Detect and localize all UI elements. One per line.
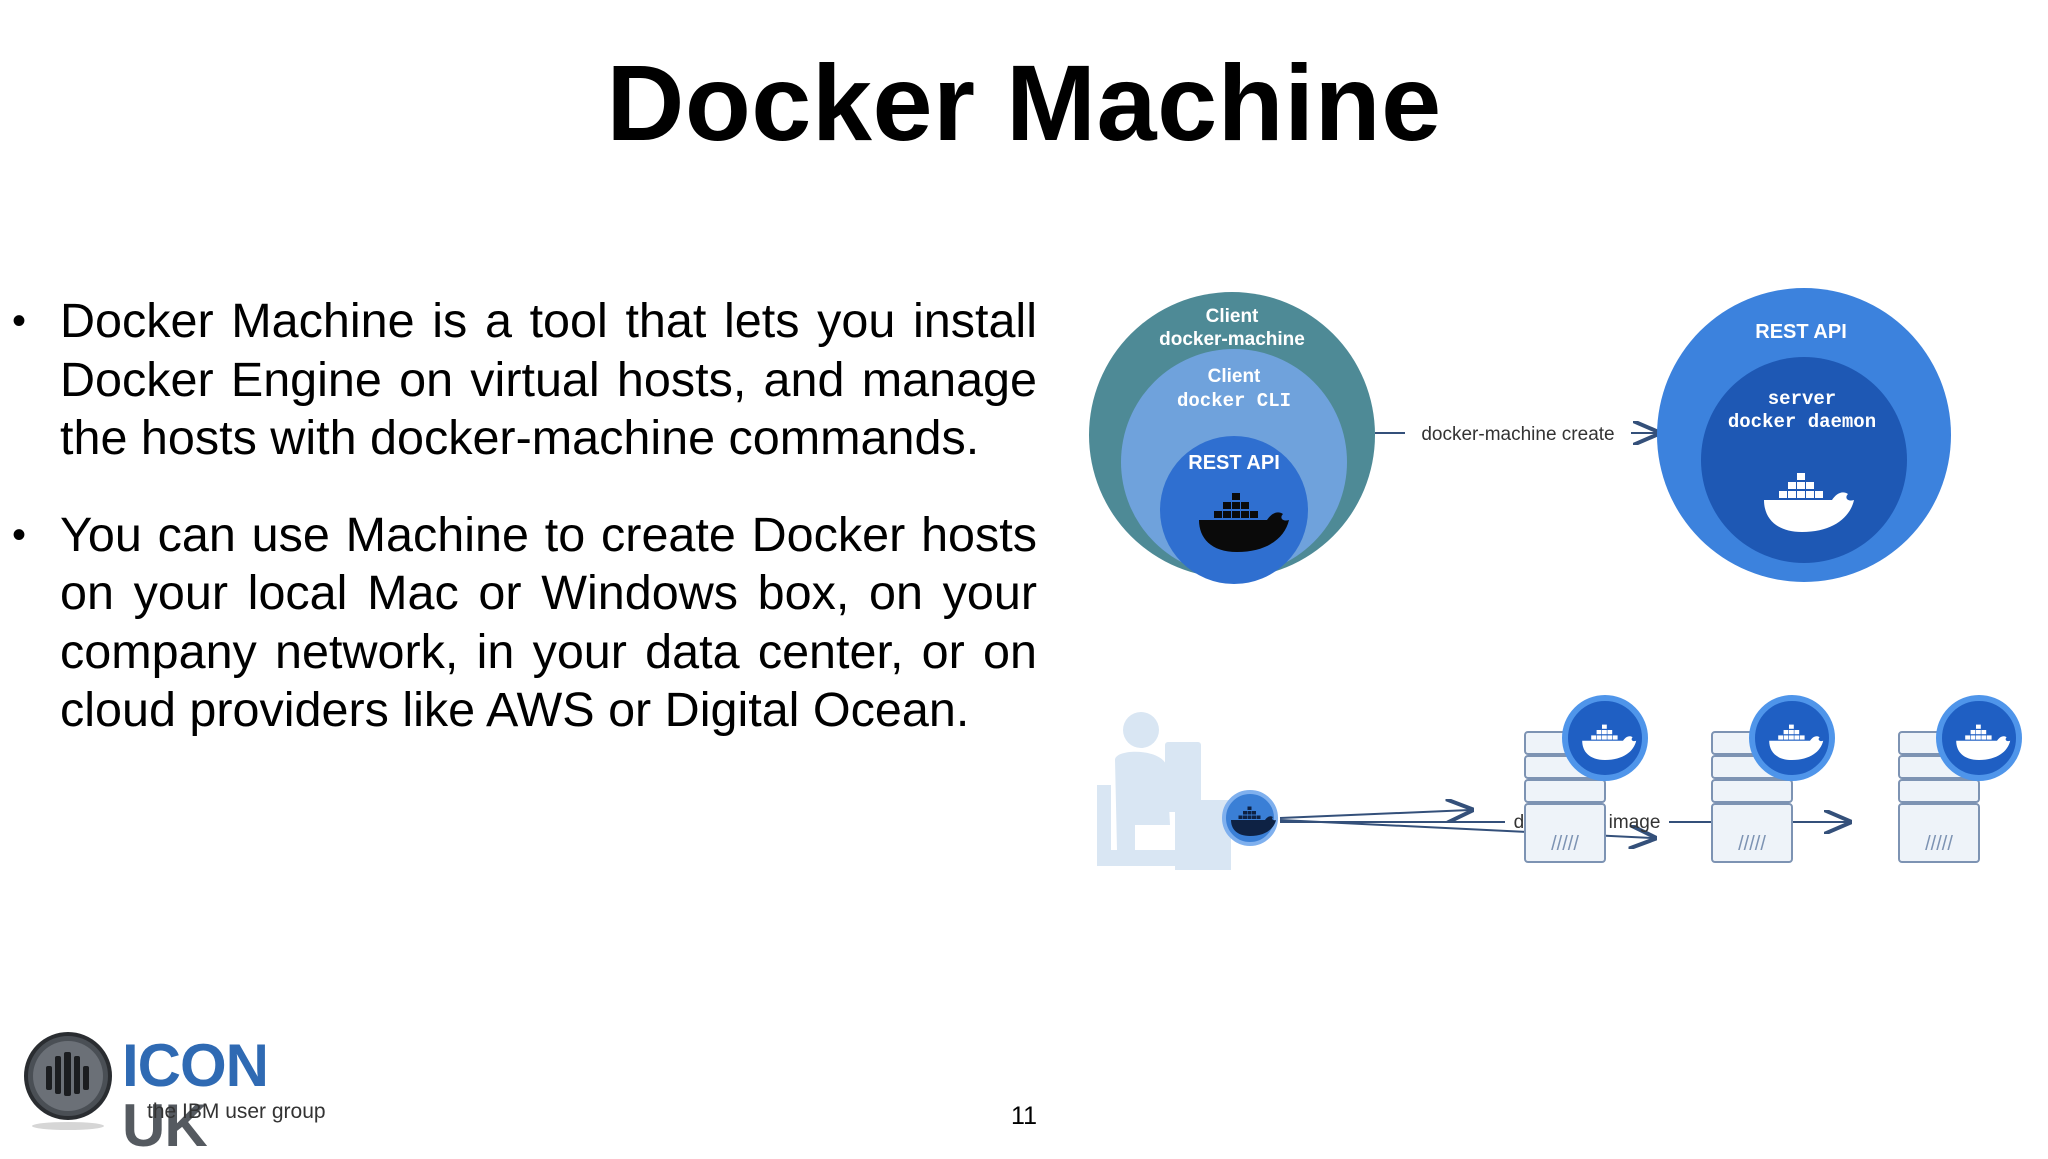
create-arrow: docker-machine create bbox=[1375, 424, 1657, 445]
docker-badge-1 bbox=[1562, 695, 1648, 781]
logo-word-uk: UK bbox=[122, 1092, 208, 1159]
bullet-text: Docker Machine is a tool that lets you i… bbox=[60, 294, 1037, 465]
page-number: 11 bbox=[1011, 1102, 1037, 1130]
client-circle: Client docker-machine Client docker CLI … bbox=[1089, 292, 1375, 584]
svg-text://///: ///// bbox=[1925, 833, 1953, 855]
server-inner-circle bbox=[1701, 357, 1907, 563]
client-outer-label-2: docker-machine bbox=[1159, 329, 1305, 350]
user-at-desk-icon bbox=[1097, 712, 1251, 870]
bullet-icon: • bbox=[12, 299, 27, 343]
client-inner-label: REST API bbox=[1188, 452, 1280, 474]
svg-text://///: ///// bbox=[1551, 833, 1579, 855]
logo-emblem-icon bbox=[24, 1032, 112, 1130]
server-inner-label-1: server bbox=[1768, 388, 1836, 410]
logo-word-icon: ICON bbox=[122, 1032, 269, 1099]
server-circle: REST API server docker daemon bbox=[1657, 288, 1951, 582]
create-arrow-label: docker-machine create bbox=[1421, 424, 1614, 445]
client-middle-label-2: docker CLI bbox=[1177, 390, 1291, 412]
bullet-icon: • bbox=[12, 512, 27, 557]
slide-title: Docker Machine bbox=[606, 42, 1442, 163]
client-inner-circle bbox=[1160, 436, 1308, 584]
logo-wordmark: ICON UK bbox=[122, 1036, 362, 1156]
run-arrow-1 bbox=[1279, 810, 1470, 818]
server-inner-label-2: docker daemon bbox=[1728, 411, 1876, 433]
icon-uk-logo: ICON UK the IBM user group bbox=[22, 1030, 362, 1156]
bullet-list: • Docker Machine is a tool that lets you… bbox=[12, 292, 1037, 778]
server-outer-label: REST API bbox=[1755, 321, 1847, 343]
bullet-text: You can use Machine to create Docker hos… bbox=[60, 507, 1037, 738]
bullet-item: • Docker Machine is a tool that lets you… bbox=[12, 292, 1037, 468]
logo-tagline: the IBM user group bbox=[147, 1100, 326, 1123]
bullet-item: • You can use Machine to create Docker h… bbox=[12, 506, 1037, 740]
client-middle-label-1: Client bbox=[1208, 366, 1261, 387]
client-outer-label-1: Client bbox=[1206, 306, 1259, 327]
docker-machine-diagram: Client docker-machine Client docker CLI … bbox=[1075, 270, 2035, 910]
docker-badge-2 bbox=[1749, 695, 1835, 781]
docker-badge-3 bbox=[1936, 695, 2022, 781]
svg-text://///: ///// bbox=[1738, 833, 1766, 855]
